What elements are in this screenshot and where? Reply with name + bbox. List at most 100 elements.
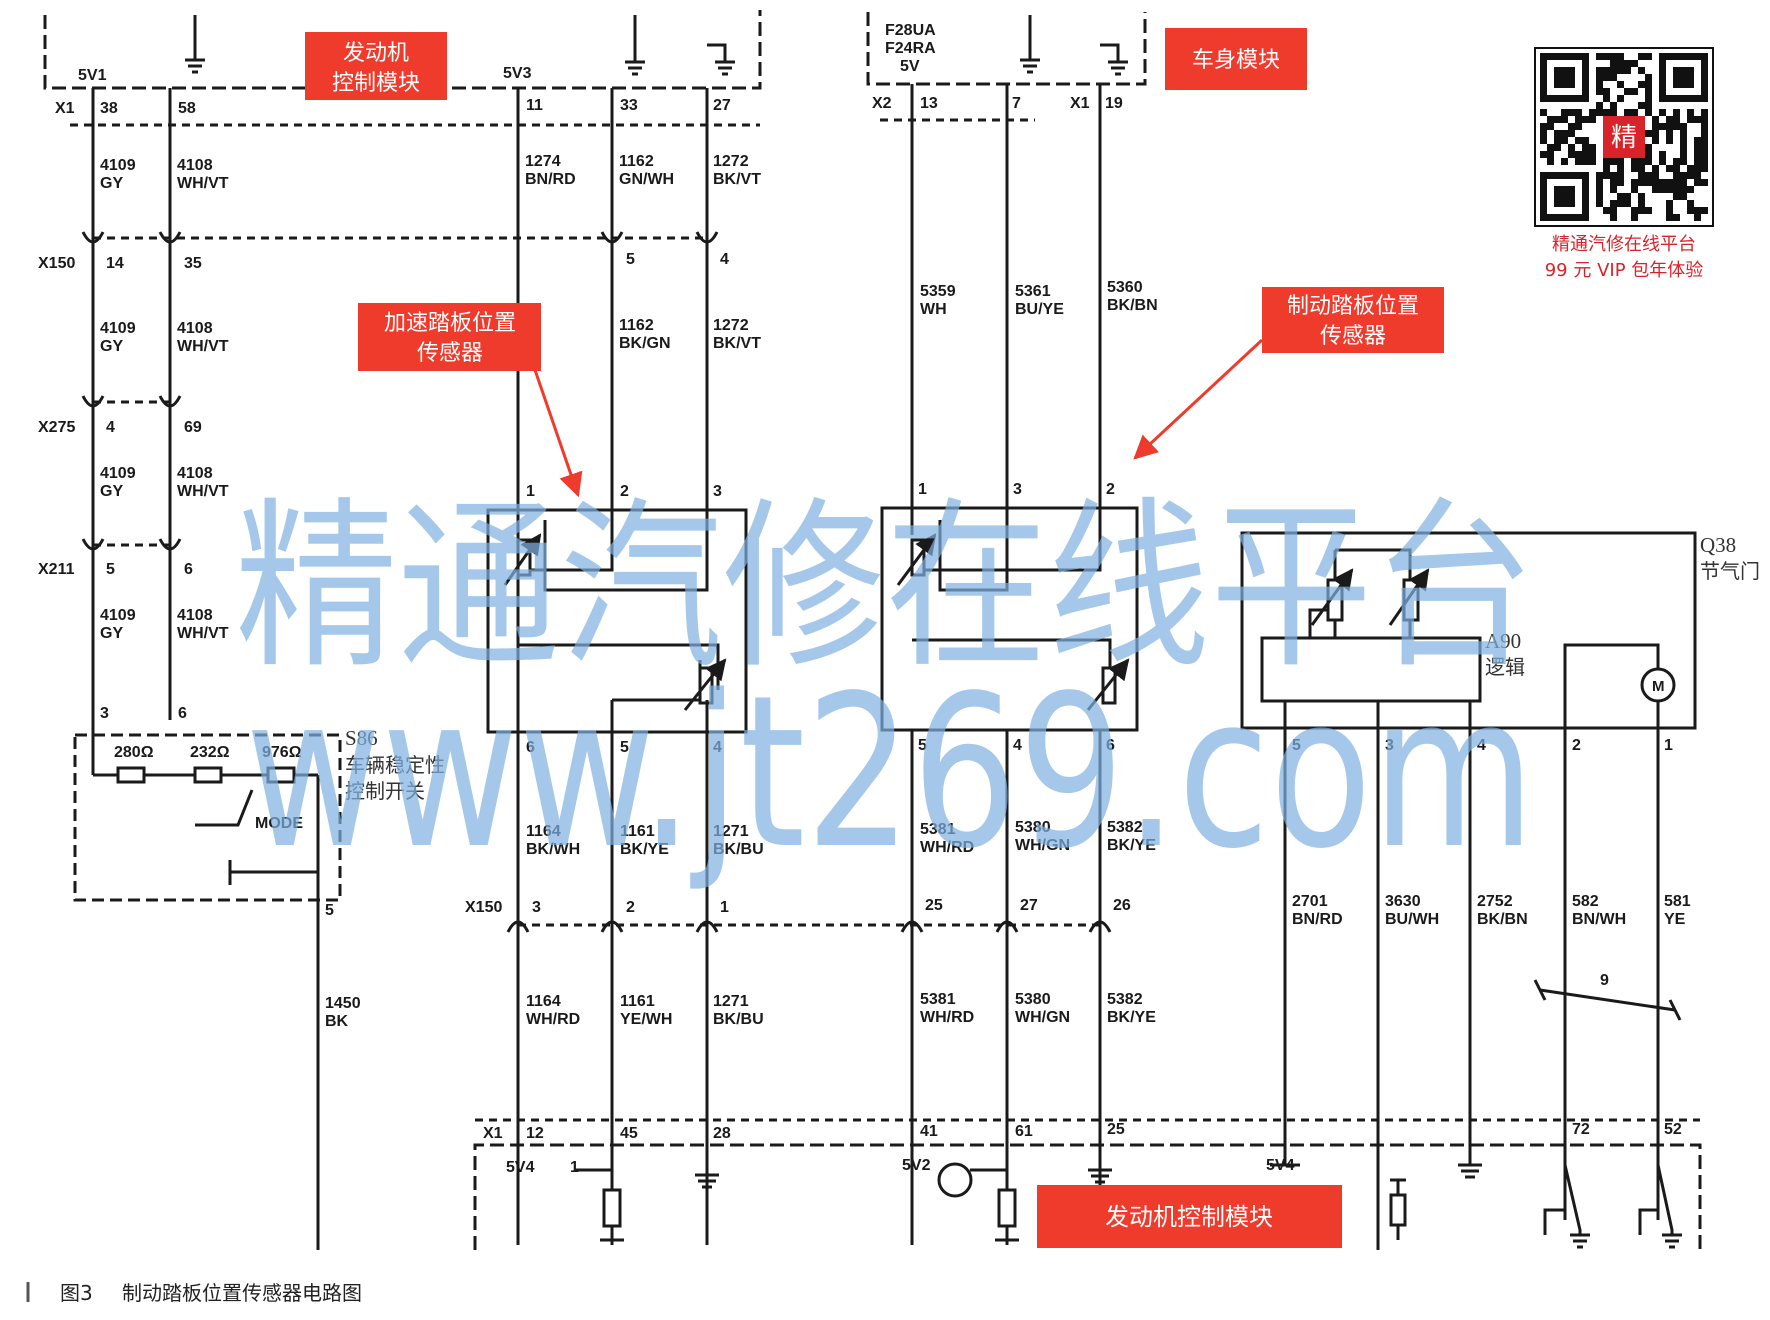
conn-x275-pin-a: 4 [106, 419, 115, 436]
lwa-3-num: 5381 [920, 821, 956, 838]
label-app-line1: 加速踏板位置 [384, 311, 516, 336]
app-pin-6: 6 [526, 739, 535, 756]
esc-wire-color: BK [325, 1013, 349, 1030]
lw-3-color: WH/VT [177, 338, 229, 355]
conn-x211-pin-b: 6 [184, 561, 193, 578]
tw-4-num: 581 [1664, 893, 1691, 910]
top-pin-27: 27 [713, 97, 731, 114]
label-bcm: 车身模块 [1165, 28, 1307, 90]
lwb-0-color: WH/RD [526, 1011, 580, 1028]
esc-pin-3: 3 [100, 705, 109, 722]
tw-2-num: 2752 [1477, 893, 1513, 910]
lw-7-color: WH/VT [177, 625, 229, 642]
bottom-pin-52: 52 [1664, 1121, 1682, 1138]
qr-line2: 99 元 VIP 包年体验 [1545, 260, 1704, 281]
label-app-line2: 传感器 [417, 341, 483, 366]
tb-pin-1: 1 [1664, 737, 1673, 754]
lwb-4-num: 5380 [1015, 991, 1051, 1008]
uw-5-color: WH [920, 301, 947, 318]
diagram-text: 5V1 5V3 F28UA F24RA 5V X1 X2 X1 38 58 11… [38, 22, 1691, 1176]
ref-bcm-v3: 5V [900, 58, 920, 75]
wiring-layer [43, 10, 1702, 1250]
bpp-pin-5: 5 [918, 737, 927, 754]
uw-3-color: BK/GN [619, 335, 671, 352]
x150-low-pin-26: 26 [1113, 897, 1131, 914]
resistor-232: 232Ω [190, 744, 230, 761]
lwa-5-num: 5382 [1107, 819, 1143, 836]
uw-0-num: 1274 [525, 153, 561, 170]
lw-6-color: GY [100, 625, 123, 642]
tb-pin-4: 4 [1477, 737, 1486, 754]
lwb-1-num: 1161 [620, 993, 655, 1010]
lw-2-num: 4109 [100, 320, 136, 337]
conn-x211-pin-a: 5 [106, 561, 115, 578]
uw-7-num: 5360 [1107, 279, 1143, 296]
lwa-4-color: WH/GN [1015, 837, 1070, 854]
uw-1-num: 1162 [619, 153, 654, 170]
bpp-pin-3: 3 [1013, 481, 1022, 498]
bpp-sensor-box [880, 506, 1139, 732]
logic-ref: A90 [1485, 629, 1521, 653]
bottom-pin-72: 72 [1572, 1121, 1590, 1138]
lwb-2-color: BK/BU [713, 1011, 764, 1028]
lwa-2-num: 1271 [713, 823, 749, 840]
bottom-x1: X1 [483, 1125, 503, 1142]
lw-1-num: 4108 [177, 157, 213, 174]
lwb-3-color: WH/RD [920, 1009, 974, 1026]
tb-pin-3: 3 [1385, 737, 1394, 754]
uw-7-color: BK/BN [1107, 297, 1158, 314]
uw-3-num: 1162 [619, 317, 654, 334]
label-bcm-text: 车身模块 [1192, 48, 1280, 73]
top-pin-33: 33 [620, 97, 638, 114]
qr-line1: 精通汽修在线平台 [1552, 234, 1696, 255]
conn-x211: X211 [38, 561, 75, 578]
top-pin-11: 11 [526, 97, 543, 114]
lw-0-num: 4109 [100, 157, 136, 174]
qr-code: 精 [1534, 47, 1714, 227]
ground-top-1 [185, 15, 205, 74]
ref-x1: X1 [55, 100, 75, 117]
label-ecm-top-line2: 控制模块 [332, 71, 420, 96]
esc-name-line1: 车辆稳定性 [345, 753, 445, 777]
esc-wire-num: 1450 [325, 995, 361, 1012]
x150-mid-pin-5: 5 [626, 251, 635, 268]
tw-2-color: BK/BN [1477, 911, 1528, 928]
lwa-0-num: 1164 [526, 823, 561, 840]
motor-label: M [1652, 678, 1665, 695]
uw-2-color: BK/VT [713, 171, 761, 188]
uw-4-num: 1272 [713, 317, 749, 334]
tw-0-num: 2701 [1292, 893, 1328, 910]
label-ecm-top: 发动机 控制模块 [305, 32, 447, 100]
label-app-sensor: 加速踏板位置 传感器 [358, 303, 541, 371]
esc-name-line2: 控制开关 [345, 779, 425, 803]
ref-bcm-v1: F28UA [885, 22, 936, 39]
lwa-1-color: BK/YE [620, 841, 669, 858]
ground-top-3 [707, 43, 735, 76]
tw-3-num: 582 [1572, 893, 1599, 910]
label-bpp-line2: 传感器 [1320, 324, 1386, 349]
tw-1-color: BU/WH [1385, 911, 1439, 928]
label-bpp-sensor: 制动踏板位置 传感器 [1262, 287, 1444, 353]
bpp-arrow [1133, 338, 1264, 460]
esc-ref: S86 [345, 726, 378, 750]
caption-text: 制动踏板位置传感器电路图 [122, 1281, 362, 1305]
bottom-5v2: 5V2 [902, 1157, 931, 1174]
esc-pin-6: 6 [178, 705, 187, 722]
lwa-0-color: BK/WH [526, 841, 580, 858]
esc-pin-5: 5 [325, 902, 334, 919]
ground-top-5 [1100, 43, 1128, 76]
logic-box [1260, 636, 1482, 703]
bottom-pin-45: 45 [620, 1125, 638, 1142]
logic-name: 逻辑 [1485, 655, 1525, 679]
throttle-ref: Q38 [1700, 533, 1736, 557]
x150-low-pin-1: 1 [720, 899, 729, 916]
uw-0-color: BN/RD [525, 171, 576, 188]
lwb-3-num: 5381 [920, 991, 956, 1008]
x150-low-pin-3: 3 [532, 899, 541, 916]
ref-x1b: X1 [1070, 95, 1090, 112]
ground-top-4 [1020, 15, 1040, 74]
watermark-line1: 精通汽修在线平台 [235, 481, 1535, 693]
conn-x150-pin-a: 14 [106, 255, 124, 272]
lwa-3-color: WH/RD [920, 839, 974, 856]
app-pin-1: 1 [526, 483, 535, 500]
